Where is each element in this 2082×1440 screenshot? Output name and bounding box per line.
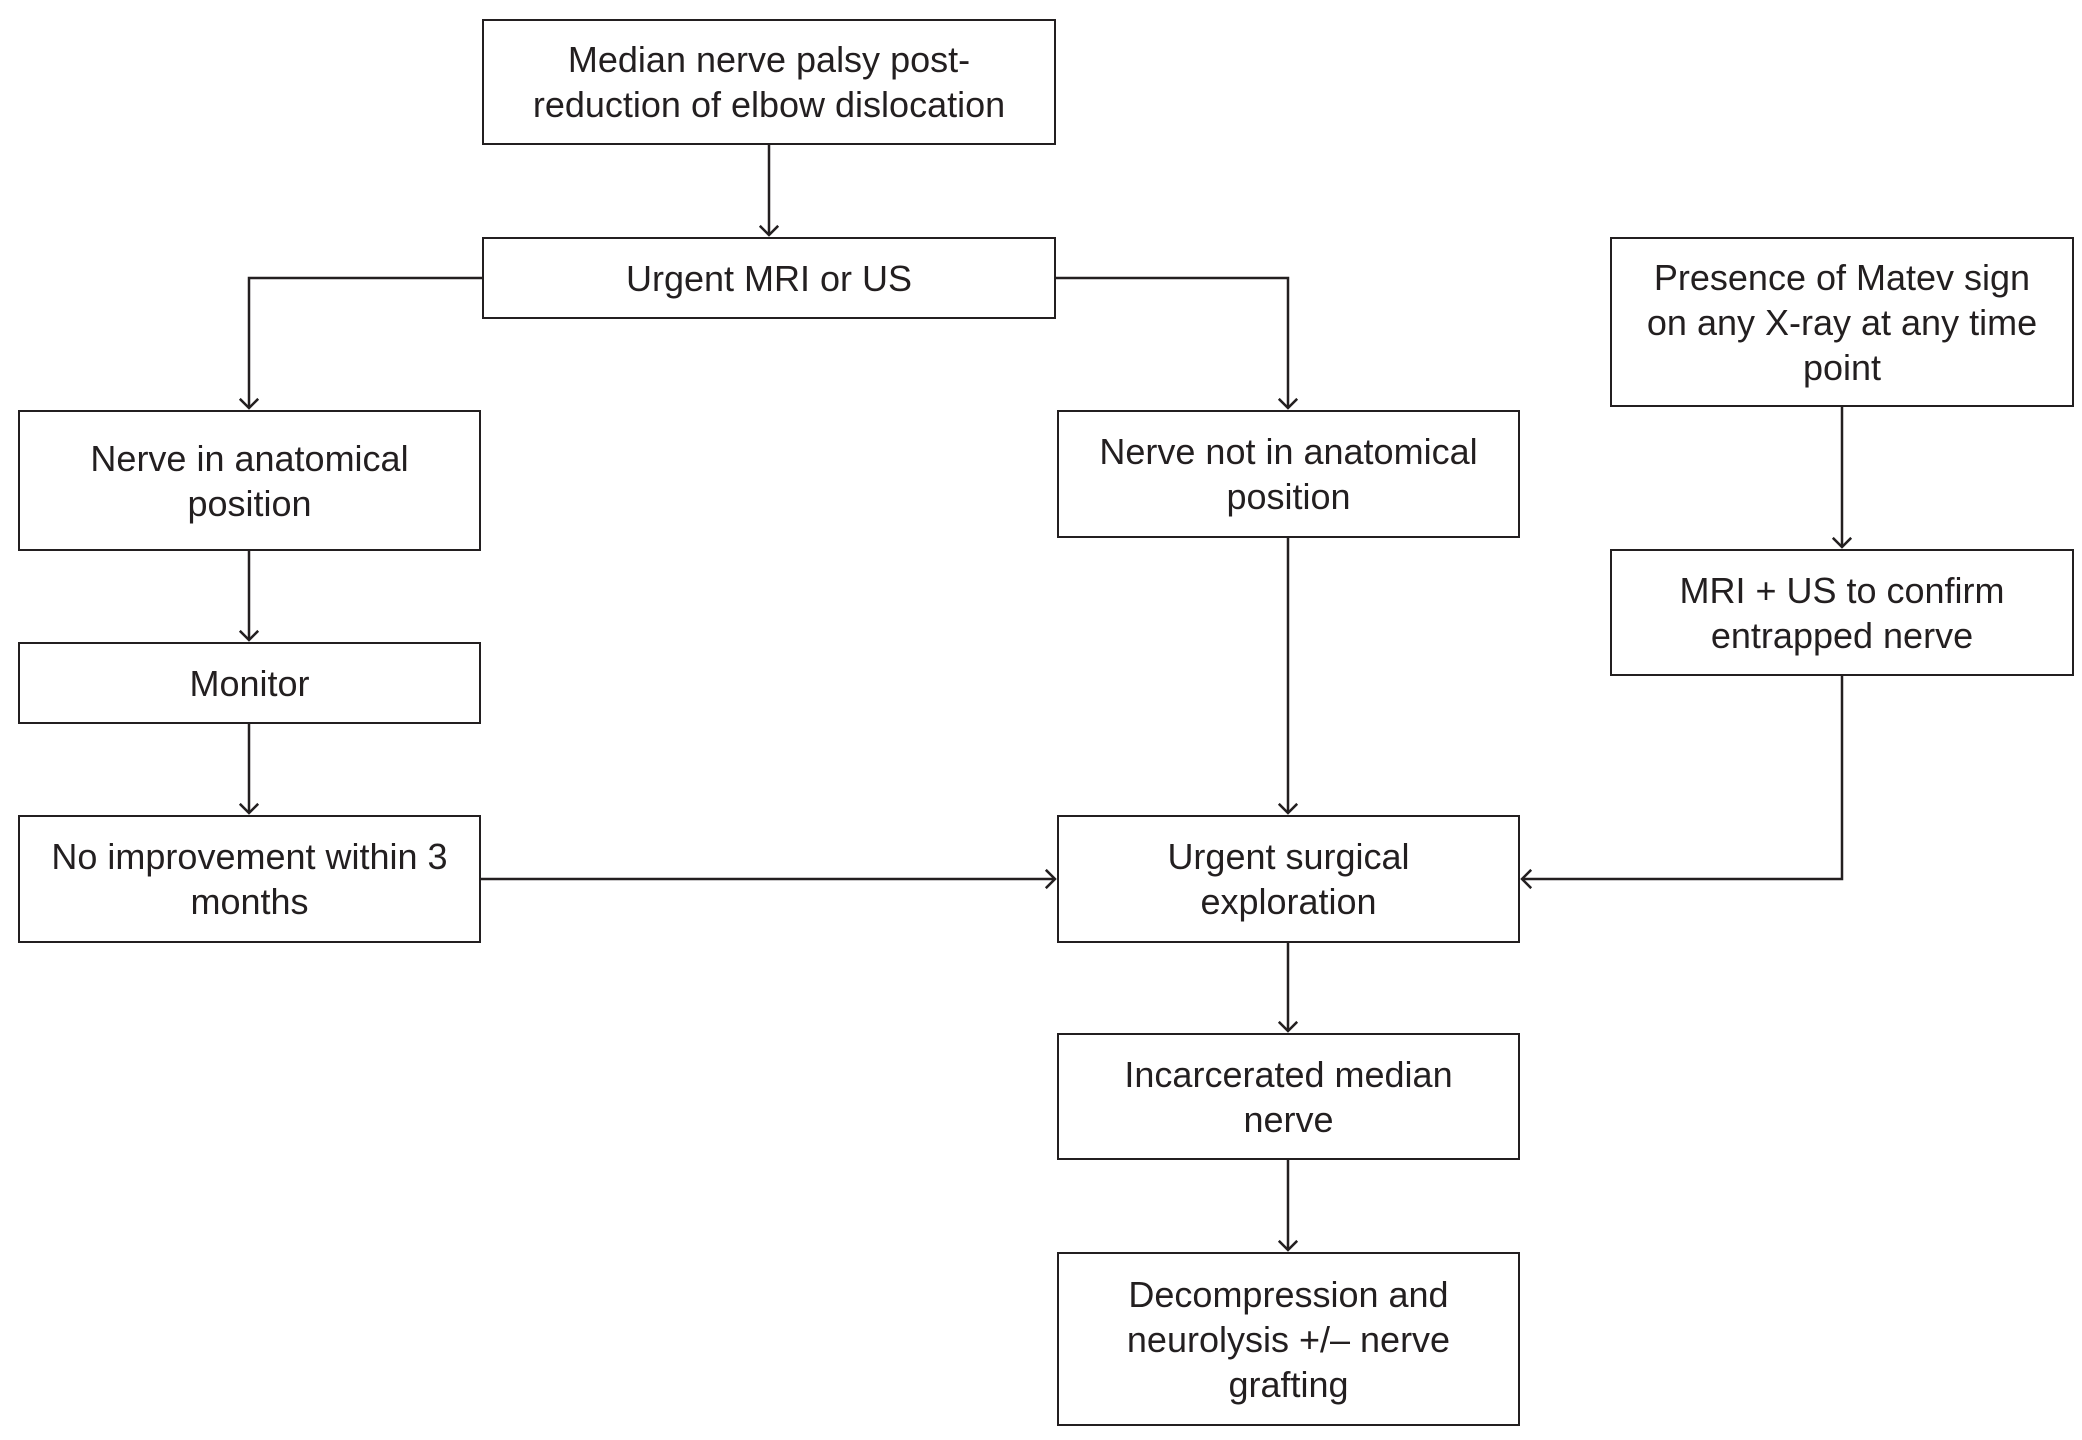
arrow-exploration-to-incarcerated — [1277, 943, 1299, 1033]
arrowhead — [238, 629, 260, 642]
node-matev-label: Presence of Matev sign on any X-ray at a… — [1646, 256, 2038, 388]
node-decompression-label: Decompression and neurolysis +/– nerve g… — [1126, 1273, 1451, 1405]
arrowhead — [1277, 1020, 1299, 1033]
arrow-incarcerated-to-decompression — [1277, 1160, 1299, 1252]
arrowhead — [758, 224, 780, 237]
arrowhead — [1277, 397, 1299, 410]
arrow-imaging-to-anatomical — [238, 276, 482, 410]
connector-line — [1522, 676, 1844, 881]
arrow-no-improvement-to-exploration — [481, 868, 1057, 890]
node-exploration: Urgent surgical exploration — [1057, 815, 1520, 943]
node-no-improvement-label: No improvement within 3 months — [51, 836, 448, 922]
connector-line — [1056, 276, 1290, 408]
node-confirm: MRI + US to confirm entrapped nerve — [1610, 549, 2074, 676]
connector-line — [247, 276, 482, 408]
node-start: Median nerve palsy post-reduction of elb… — [482, 19, 1056, 145]
node-start-label: Median nerve palsy post-reduction of elb… — [532, 39, 1006, 125]
node-confirm-label: MRI + US to confirm entrapped nerve — [1679, 569, 2005, 656]
node-exploration-label: Urgent surgical exploration — [1167, 836, 1410, 922]
node-decompression: Decompression and neurolysis +/– nerve g… — [1057, 1252, 1520, 1426]
node-incarcerated-label: Incarcerated median nerve — [1124, 1053, 1453, 1140]
node-monitor-label: Monitor — [189, 662, 310, 704]
node-imaging: Urgent MRI or US — [482, 237, 1056, 319]
node-imaging-label: Urgent MRI or US — [625, 257, 913, 299]
node-incarcerated: Incarcerated median nerve — [1057, 1033, 1520, 1160]
arrow-not-anatomical-to-exploration — [1277, 538, 1299, 815]
arrow-start-to-imaging — [758, 145, 780, 237]
node-anatomical: Nerve in anatomical position — [18, 410, 481, 551]
arrowhead — [1277, 802, 1299, 815]
arrowhead — [238, 802, 260, 815]
arrow-monitor-to-no-improvement — [238, 724, 260, 815]
node-no-improvement: No improvement within 3 months — [18, 815, 481, 943]
arrow-imaging-to-not-anatomical — [1056, 276, 1299, 410]
node-anatomical-label: Nerve in anatomical position — [90, 437, 409, 524]
arrowhead — [1277, 1239, 1299, 1252]
arrow-matev-to-confirm — [1831, 407, 1853, 549]
arrowhead — [238, 397, 260, 410]
node-matev: Presence of Matev sign on any X-ray at a… — [1610, 237, 2074, 407]
arrowhead — [1520, 868, 1533, 890]
arrowhead — [1044, 868, 1057, 890]
node-not-anatomical: Nerve not in anatomical position — [1057, 410, 1520, 538]
node-monitor: Monitor — [18, 642, 481, 724]
arrowhead — [1831, 536, 1853, 549]
arrow-confirm-to-exploration — [1520, 676, 1844, 890]
node-not-anatomical-label: Nerve not in anatomical position — [1099, 431, 1478, 517]
arrow-anatomical-to-monitor — [238, 551, 260, 642]
